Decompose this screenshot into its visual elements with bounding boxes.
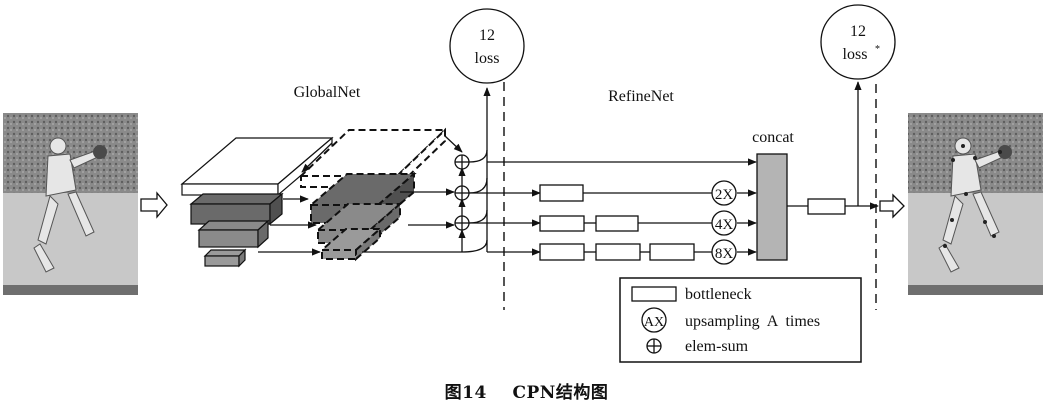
globalnet-title: GlobalNet xyxy=(294,84,361,101)
globalnet-upsampled-stack xyxy=(298,127,448,262)
elem-sum-icon xyxy=(454,215,470,231)
figure-caption: 图14 CPN结构图 xyxy=(444,383,609,403)
input-image xyxy=(3,113,138,295)
post-concat-lines xyxy=(787,81,879,210)
final-bottleneck-block xyxy=(807,198,846,215)
elem-sum-nodes xyxy=(454,154,470,231)
bottleneck-block xyxy=(539,215,585,232)
refinenet-lines xyxy=(469,158,757,256)
bottleneck-block xyxy=(649,243,695,261)
output-arrow-icon xyxy=(879,193,905,219)
concat-block xyxy=(756,153,788,261)
refinenet-loss-node: 12 loss * xyxy=(820,4,896,80)
legend-bottleneck-label: bottleneck xyxy=(685,286,752,303)
upsample-2x-label: 2X xyxy=(715,187,734,203)
elem-sum-icon xyxy=(454,154,470,170)
bottleneck-block xyxy=(539,184,584,202)
refinenet-title: RefineNet xyxy=(608,88,674,105)
legend-elemsum-icon xyxy=(646,338,662,354)
concat-label: concat xyxy=(752,129,794,146)
globalnet-connections xyxy=(258,142,333,256)
legend: bottleneck AX upsampling A times elem-su… xyxy=(619,277,862,363)
sum-input-lines xyxy=(362,135,466,253)
loss-count: 12 xyxy=(479,27,495,44)
loss-star-label: loss xyxy=(843,46,868,63)
bottleneck-block xyxy=(595,243,641,261)
bottleneck-block xyxy=(595,215,639,232)
legend-bottleneck-swatch xyxy=(631,286,677,302)
output-image xyxy=(908,113,1043,295)
upsample-8x-label: 8X xyxy=(715,246,734,262)
bottleneck-blocks xyxy=(539,184,695,261)
legend-upsampling-label: upsampling A times xyxy=(685,313,820,330)
input-arrow-icon xyxy=(140,191,168,219)
globalnet-feature-stack xyxy=(180,136,334,268)
globalnet-loss-node: 12 loss xyxy=(449,8,525,84)
legend-elemsum-label: elem-sum xyxy=(685,338,749,355)
loss-star-superscript: * xyxy=(875,44,880,55)
loss-star-count: 12 xyxy=(850,23,866,40)
bottleneck-block xyxy=(539,243,585,261)
upsampling-nodes: 2X 4X 8X xyxy=(711,180,737,265)
legend-upsampling-icon xyxy=(641,307,667,333)
cpn-diagram: 12 loss GlobalNet RefineNet concat 2X xyxy=(3,4,1043,363)
elem-sum-icon xyxy=(454,185,470,201)
loss-label: loss xyxy=(475,50,500,67)
upsample-4x-label: 4X xyxy=(715,217,734,233)
legend-ax-symbol: AX xyxy=(644,315,664,330)
